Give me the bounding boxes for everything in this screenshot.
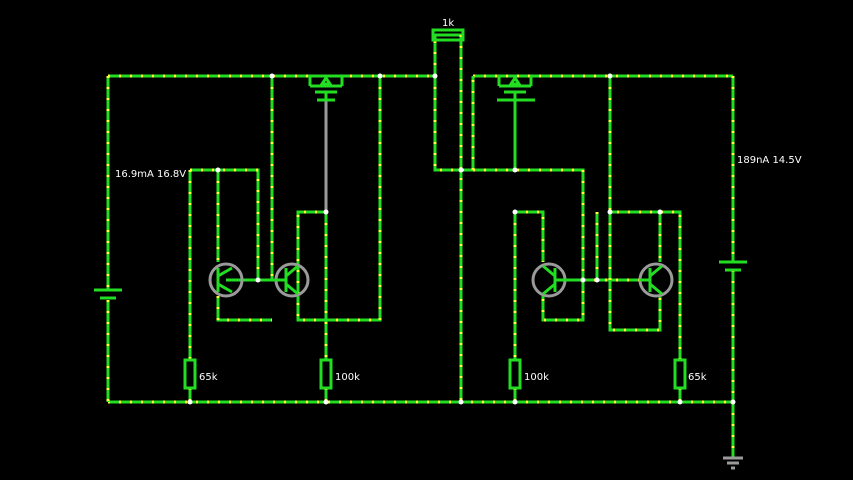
resistor-icon[interactable]	[183, 358, 197, 390]
mosfet-left[interactable]	[308, 75, 344, 102]
label-r-right-bottom: 65k	[688, 372, 707, 383]
label-r-mid-right: 100k	[524, 372, 549, 383]
label-r-left-bottom: 65k	[199, 372, 218, 383]
label-r-mid-left: 100k	[335, 372, 360, 383]
npn-transistor-icon[interactable]	[531, 262, 583, 298]
resistor-icon[interactable]	[508, 358, 522, 390]
npn-transistor-icon[interactable]	[208, 262, 244, 298]
battery-icon[interactable]	[94, 288, 122, 300]
nodes	[187, 73, 736, 405]
wires	[106, 33, 735, 458]
mosfet-right[interactable]	[497, 75, 533, 102]
label-r-top: 1k	[442, 18, 454, 29]
resistor-icon[interactable]	[673, 358, 687, 390]
npn-transistor-icon[interactable]	[272, 262, 310, 298]
source-right-readout: 189nA 14.5V	[737, 155, 802, 166]
resistor-icon[interactable]	[431, 28, 465, 42]
source-left-readout: 16.9mA 16.8V	[115, 169, 186, 180]
resistor-icon[interactable]	[319, 358, 333, 390]
ground-icon	[723, 456, 743, 470]
npn-transistor-icon[interactable]	[638, 262, 674, 298]
battery-icon[interactable]	[719, 260, 747, 272]
